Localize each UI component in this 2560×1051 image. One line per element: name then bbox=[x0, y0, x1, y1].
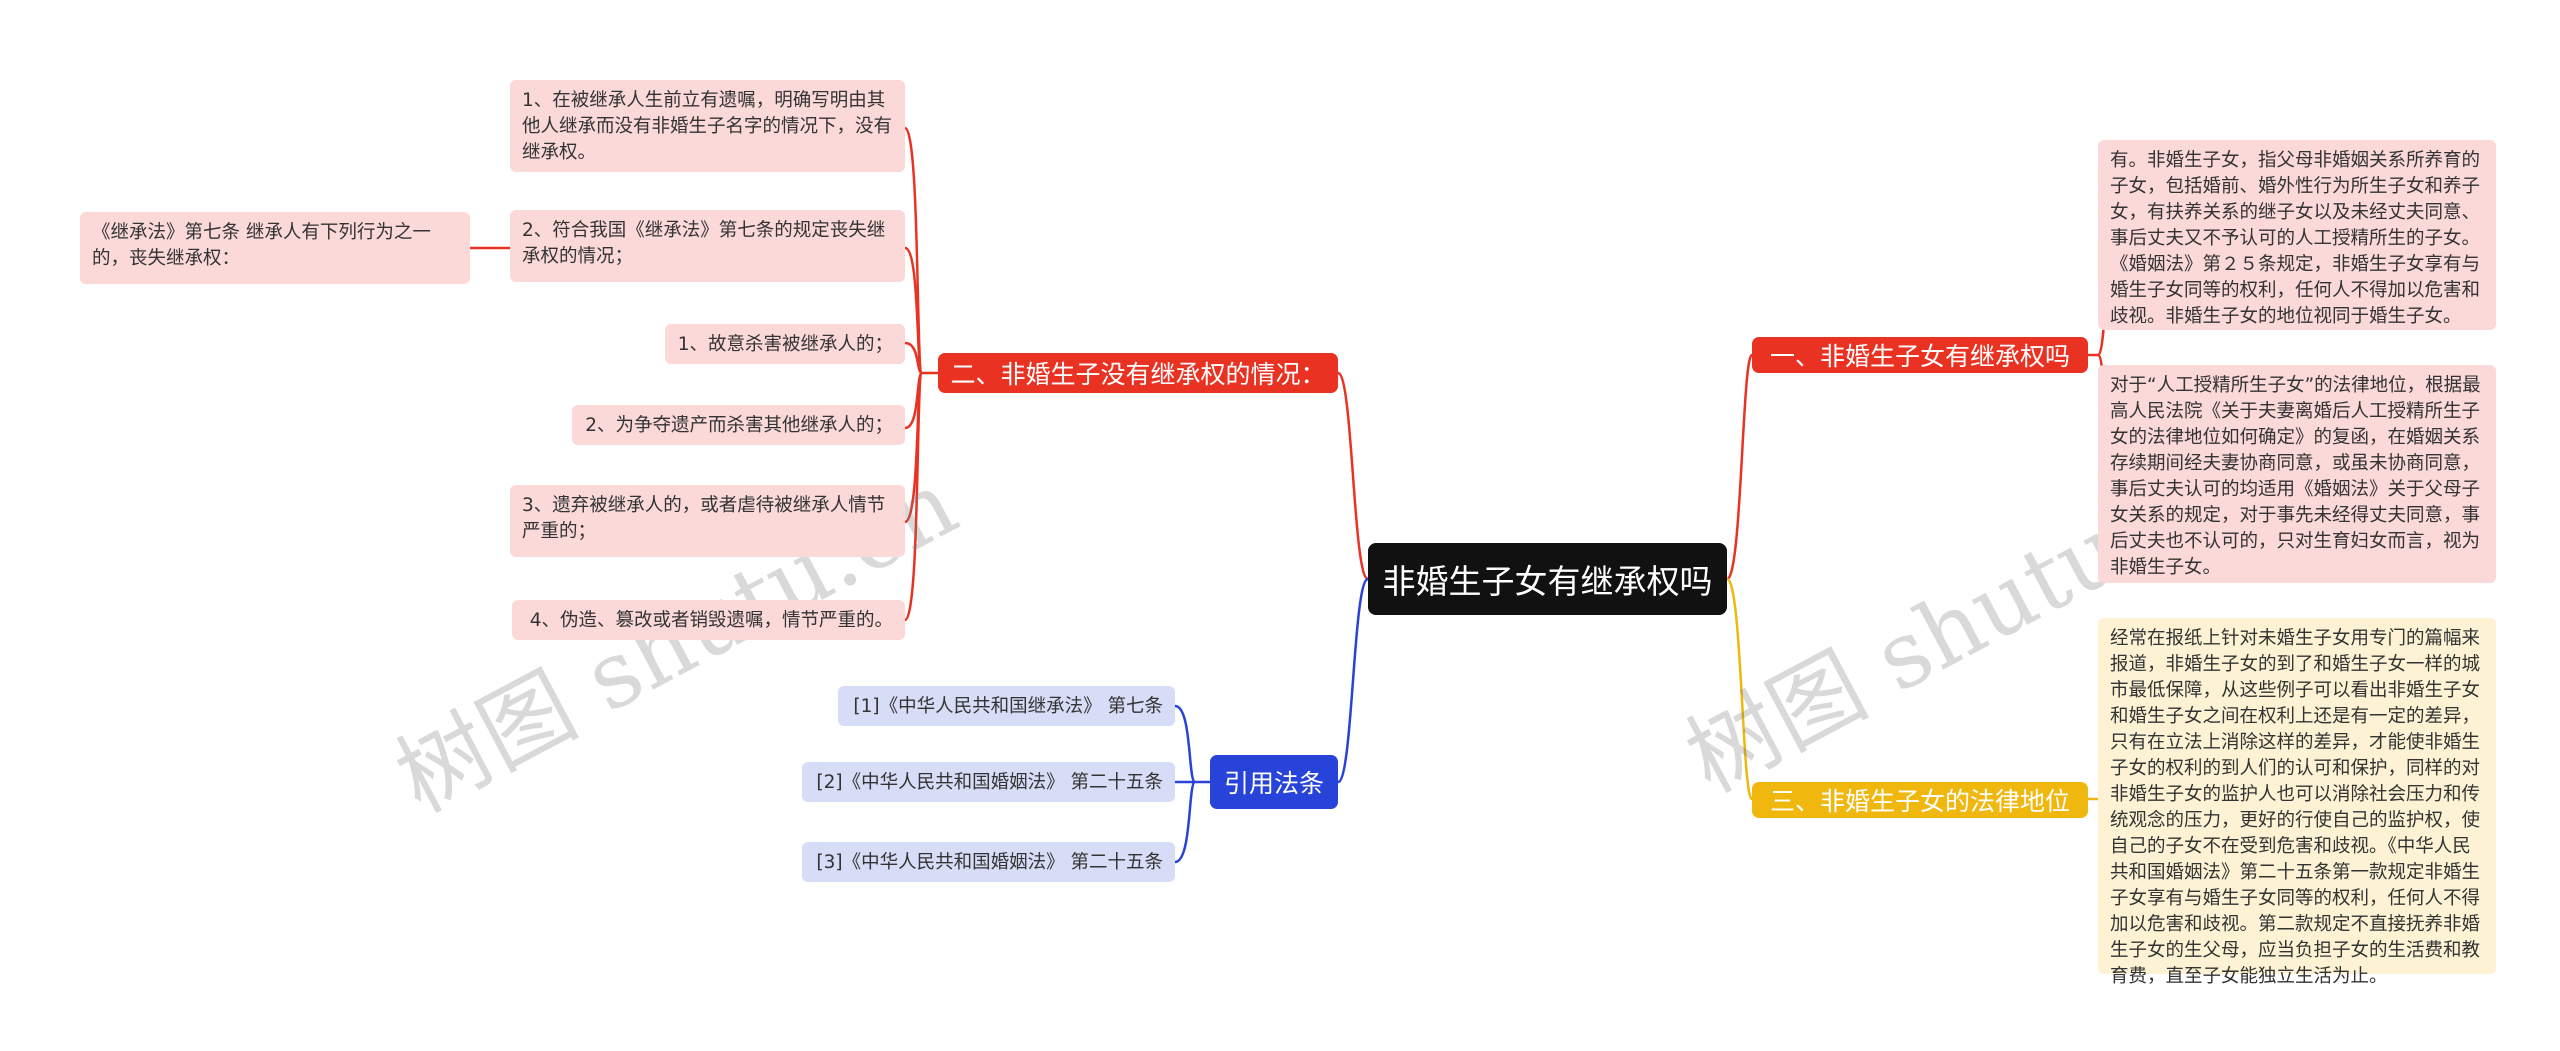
leaf-b2-sub[interactable]: 《继承法》第七条 继承人有下列行为之一的，丧失继承权： bbox=[80, 212, 470, 284]
branch-has-inheritance-right[interactable]: 一、非婚生子女有继承权吗 bbox=[1752, 337, 2088, 373]
connector-root-b1 bbox=[1725, 353, 1754, 581]
connector-b2-spine bbox=[903, 126, 938, 375]
leaf-b4-3[interactable]: [3]《中华人民共和国婚姻法》 第二十五条 bbox=[802, 842, 1175, 882]
leaf-b2-2[interactable]: 2、符合我国《继承法》第七条的规定丧失继承权的情况； bbox=[510, 210, 905, 282]
leaf-b2-1[interactable]: 1、在被继承人生前立有遗嘱，明确写明由其他人继承而没有非婚生子名字的情况下，没有… bbox=[510, 80, 905, 172]
leaf-b2-5[interactable]: 3、遗弃被继承人的，或者虐待被继承人情节严重的； bbox=[510, 485, 905, 557]
branch-no-inheritance-cases[interactable]: 二、非婚生子没有继承权的情况： bbox=[938, 353, 1338, 393]
leaf-b2-4[interactable]: 2、为争夺遗产而杀害其他继承人的； bbox=[572, 405, 905, 445]
branch-cited-laws[interactable]: 引用法条 bbox=[1210, 755, 1338, 809]
leaf-b3-1[interactable]: 经常在报纸上针对未婚生子女用专门的篇幅来报道，非婚生子女的到了和婚生子女一样的城… bbox=[2098, 618, 2496, 987]
leaf-b2-6[interactable]: 4、伪造、篡改或者销毁遗嘱，情节严重的。 bbox=[512, 600, 905, 640]
connector-b4-spine bbox=[1174, 704, 1210, 784]
connector-root-b3 bbox=[1725, 577, 1754, 801]
leaf-b2-3[interactable]: 1、故意杀害被继承人的； bbox=[665, 324, 905, 364]
connector-root-b4 bbox=[1336, 577, 1370, 784]
root-node[interactable]: 非婚生子女有继承权吗 bbox=[1368, 543, 1727, 615]
leaf-b1-1[interactable]: 有。非婚生子女，指父母非婚姻关系所养育的子女，包括婚前、婚外性行为所生子女和养子… bbox=[2098, 140, 2496, 330]
branch-legal-status[interactable]: 三、非婚生子女的法律地位 bbox=[1752, 782, 2088, 818]
leaf-b4-1[interactable]: [1]《中华人民共和国继承法》 第七条 bbox=[838, 686, 1175, 726]
leaf-b4-2[interactable]: [2]《中华人民共和国婚姻法》 第二十五条 bbox=[802, 762, 1175, 802]
leaf-b1-2[interactable]: 对于“人工授精所生子女”的法律地位，根据最高人民法院《关于夫妻离婚后人工授精所生… bbox=[2098, 365, 2496, 583]
connector-root-b2 bbox=[1336, 371, 1370, 581]
